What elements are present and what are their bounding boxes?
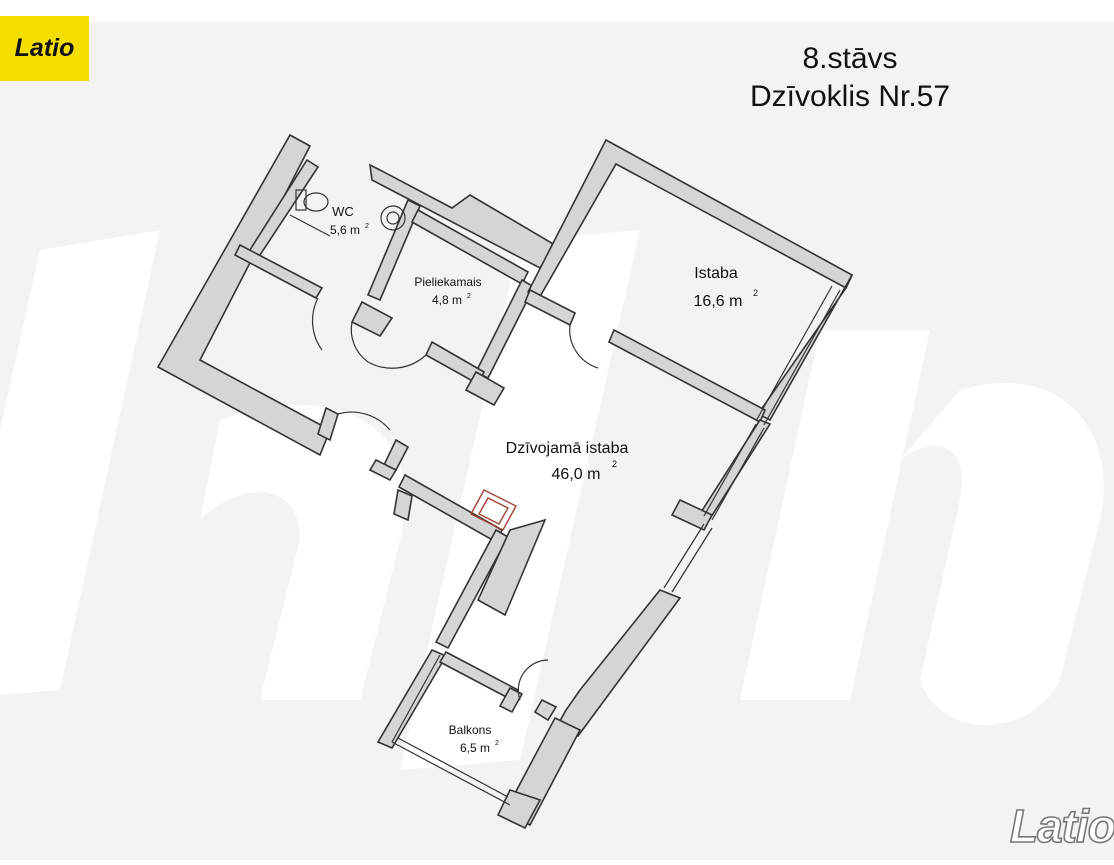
room-area-unit-wc: 2	[365, 223, 369, 230]
room-area-pieliekamais: 4,8 m	[432, 293, 462, 307]
room-name-balkons: Balkons	[449, 723, 492, 737]
room-name-istaba: Istaba	[694, 265, 738, 282]
plan-lines	[289, 189, 841, 806]
room-area-unit-pieliekamais: 2	[467, 293, 471, 300]
room-name-pieliekamais: Pieliekamais	[414, 275, 481, 289]
room-area-unit-istaba: 2	[753, 288, 758, 298]
room-area-dzivojama: 46,0 m	[552, 466, 601, 483]
apartment-label: Dzīvoklis Nr.57	[749, 80, 951, 113]
watermark-logo	[0, 230, 1104, 770]
room-name-wc: WC	[332, 204, 354, 219]
corner-brand-logo: Latio	[1009, 799, 1114, 853]
floor-label: 8.stāvs	[802, 42, 898, 75]
room-area-istaba: 16,6 m	[694, 293, 743, 310]
plan-heading: 8.stāvs Dzīvoklis Nr.57	[700, 40, 1000, 116]
room-area-balkons: 6,5 m	[460, 741, 490, 755]
walls	[156, 133, 854, 830]
room-area-unit-dzivojama: 2	[612, 459, 617, 469]
room-area-wc: 5,6 m	[330, 223, 360, 237]
kitchen-sink-icon	[470, 489, 517, 531]
brand-logo-text: Latio	[14, 34, 75, 62]
room-area-unit-balkons: 2	[495, 740, 499, 747]
room-name-dzivojama: Dzīvojamā istaba	[506, 440, 629, 457]
brand-logo: Latio	[0, 16, 89, 81]
